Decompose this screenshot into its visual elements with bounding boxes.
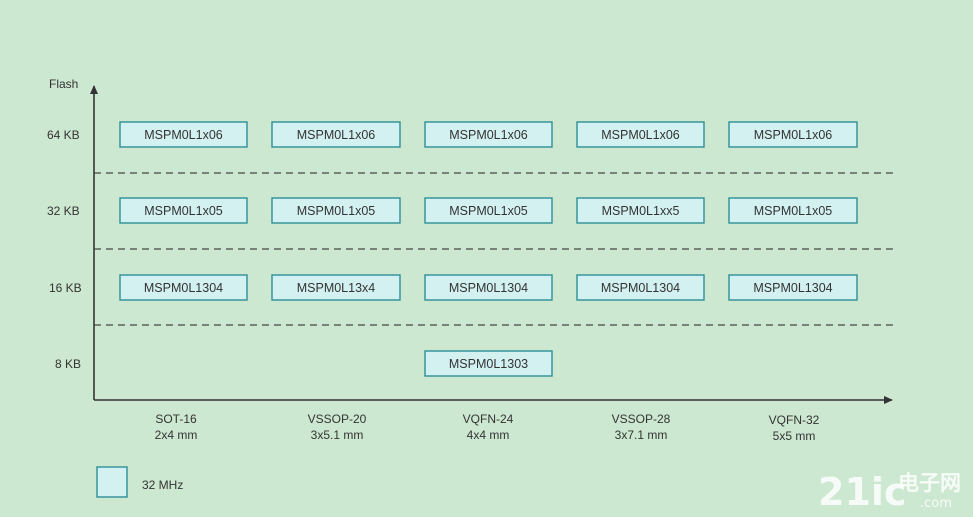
- package-name: SOT-16: [155, 412, 197, 426]
- flash-label-32kb: 32 KB: [47, 204, 80, 218]
- svg-text:.com: .com: [920, 496, 952, 511]
- device-box-16kb-vssop20: MSPM0L13x4: [271, 274, 401, 301]
- flash-label-16kb: 16 KB: [49, 281, 82, 295]
- svg-text:MSPM0L1x05: MSPM0L1x05: [754, 204, 833, 218]
- device-box-32kb-vqfn24: MSPM0L1x05: [424, 197, 553, 224]
- package-size: 3x5.1 mm: [311, 428, 364, 442]
- device-box-64kb-vssop28: MSPM0L1x06: [576, 121, 705, 148]
- legend-label: 32 MHz: [142, 478, 183, 492]
- flash-label-64kb: 64 KB: [47, 128, 80, 142]
- device-box-16kb-sot16: MSPM0L1304: [119, 274, 248, 301]
- flash-label-8kb: 8 KB: [55, 357, 81, 371]
- svg-text:MSPM0L1x06: MSPM0L1x06: [449, 128, 528, 142]
- svg-text:MSPM0L1x06: MSPM0L1x06: [601, 128, 680, 142]
- svg-text:MSPM0L1x06: MSPM0L1x06: [297, 128, 376, 142]
- package-size: 2x4 mm: [155, 428, 198, 442]
- device-box-64kb-vqfn32: MSPM0L1x06: [728, 121, 858, 148]
- device-box-16kb-vssop28: MSPM0L1304: [576, 274, 705, 301]
- svg-text:MSPM0L1x06: MSPM0L1x06: [754, 128, 833, 142]
- svg-text:MSPM0L1304: MSPM0L1304: [601, 281, 680, 295]
- svg-text:MSPM0L1304: MSPM0L1304: [449, 281, 528, 295]
- device-box-64kb-sot16: MSPM0L1x06: [119, 121, 248, 148]
- package-name: VQFN-24: [463, 412, 514, 426]
- y-axis-title: Flash: [49, 77, 78, 91]
- legend-swatch: [96, 466, 128, 498]
- device-box-32kb-vssop28: MSPM0L1xx5: [576, 197, 705, 224]
- package-label-vqfn24: VQFN-24 4x4 mm: [463, 412, 514, 442]
- device-box-64kb-vqfn24: MSPM0L1x06: [424, 121, 553, 148]
- svg-text:MSPM0L1x05: MSPM0L1x05: [449, 204, 528, 218]
- svg-text:MSPM0L1xx5: MSPM0L1xx5: [602, 204, 680, 218]
- package-name: VSSOP-28: [612, 412, 671, 426]
- package-label-vssop28: VSSOP-28 3x7.1 mm: [612, 412, 671, 442]
- device-box-8kb-vqfn24: MSPM0L1303: [424, 350, 553, 377]
- device-box-64kb-vssop20: MSPM0L1x06: [271, 121, 401, 148]
- device-box-16kb-vqfn32: MSPM0L1304: [728, 274, 858, 301]
- legend: 32 MHz: [96, 466, 183, 498]
- svg-text:MSPM0L1x06: MSPM0L1x06: [144, 128, 223, 142]
- device-box-16kb-vqfn24: MSPM0L1304: [424, 274, 553, 301]
- package-size: 4x4 mm: [467, 428, 510, 442]
- device-box-32kb-sot16: MSPM0L1x05: [119, 197, 248, 224]
- svg-text:21ic: 21ic: [818, 470, 906, 514]
- package-name: VSSOP-20: [308, 412, 367, 426]
- svg-text:MSPM0L1304: MSPM0L1304: [144, 281, 223, 295]
- svg-text:MSPM0L13x4: MSPM0L13x4: [297, 281, 376, 295]
- svg-text:电子网: 电子网: [898, 471, 961, 495]
- package-name: VQFN-32: [769, 413, 820, 427]
- device-box-32kb-vqfn32: MSPM0L1x05: [728, 197, 858, 224]
- package-size: 3x7.1 mm: [615, 428, 668, 442]
- device-box-32kb-vssop20: MSPM0L1x05: [271, 197, 401, 224]
- package-size: 5x5 mm: [773, 429, 816, 443]
- svg-text:MSPM0L1x05: MSPM0L1x05: [297, 204, 376, 218]
- svg-text:MSPM0L1x05: MSPM0L1x05: [144, 204, 223, 218]
- svg-text:MSPM0L1304: MSPM0L1304: [753, 281, 832, 295]
- package-label-vssop20: VSSOP-20 3x5.1 mm: [308, 412, 367, 442]
- watermark-logo: 21ic 电子网 .com: [818, 470, 961, 514]
- svg-text:MSPM0L1303: MSPM0L1303: [449, 357, 528, 371]
- package-label-vqfn32: VQFN-32 5x5 mm: [769, 413, 820, 443]
- package-label-sot16: SOT-16 2x4 mm: [155, 412, 198, 442]
